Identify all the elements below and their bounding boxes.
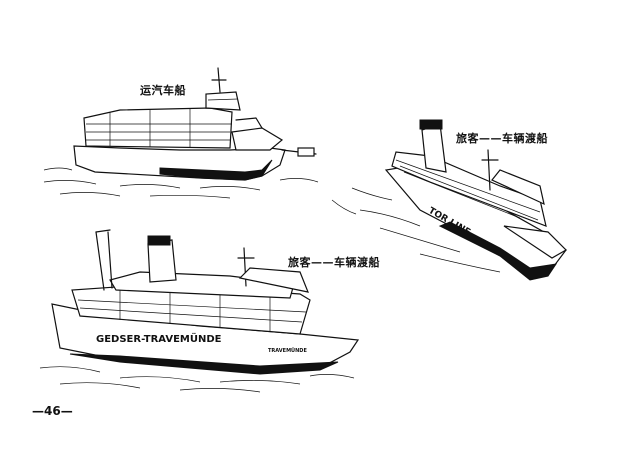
label-car-carrier: 运汽车船	[140, 84, 186, 97]
hull-marking-gedser-travemunde: GEDSER-TRAVEMÜNDE	[96, 331, 222, 345]
ferry-bottom-ship: GEDSER-TRAVEMÜNDE TRAVEMÜNDE	[39, 229, 360, 393]
label-ferry-right: 旅客——车辆渡船	[456, 132, 548, 145]
page-number: —46—	[32, 404, 73, 418]
ferry-right-ship: TOR LINE	[331, 119, 567, 281]
hull-marking-travemunde: TRAVEMÜNDE	[268, 347, 307, 354]
label-ferry-bottom: 旅客——车辆渡船	[288, 256, 380, 269]
car-carrier-ship	[43, 67, 319, 199]
